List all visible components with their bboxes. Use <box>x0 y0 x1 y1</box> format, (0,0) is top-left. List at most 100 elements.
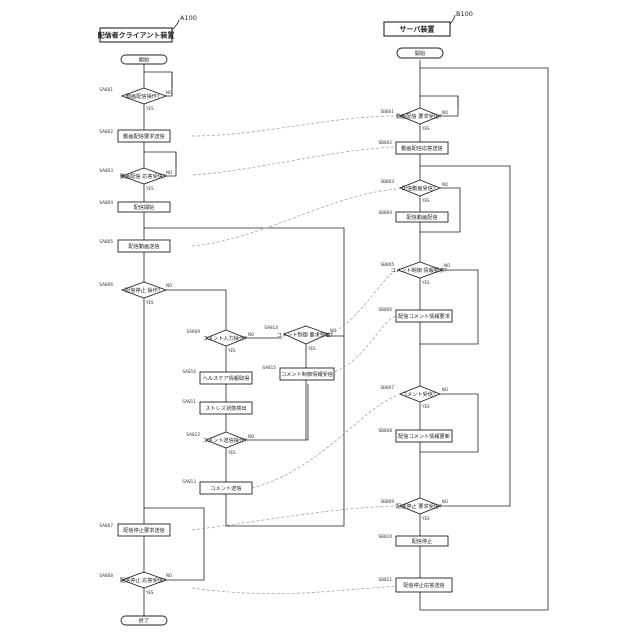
svg-text:コメント制御 情報要求？: コメント制御 情報要求？ <box>391 266 450 274</box>
server-ref: B100 <box>456 10 473 18</box>
svg-text:SB807: SB807 <box>380 385 394 390</box>
svg-text:配信停止 要求受信？: 配信停止 要求受信？ <box>396 502 444 510</box>
svg-text:SA807: SA807 <box>99 523 113 528</box>
svg-text:YES: YES <box>307 346 316 351</box>
svg-text:ヘルスケア情報取得: ヘルスケア情報取得 <box>203 374 250 382</box>
client-step-SA811: ストレス状態検出 SA811 <box>182 399 252 414</box>
server-step-SB807: コメント受信？ SB807 <box>380 385 440 402</box>
svg-text:SA809: SA809 <box>186 329 200 334</box>
svg-text:YES: YES <box>421 280 430 285</box>
svg-text:YES: YES <box>421 404 430 409</box>
svg-text:配信動画配信: 配信動画配信 <box>406 213 437 221</box>
svg-text:NO: NO <box>248 332 254 337</box>
svg-text:コメント制御 要求受信？: コメント制御 要求受信？ <box>277 330 336 338</box>
svg-text:SA803: SA803 <box>99 168 113 173</box>
svg-text:SA802: SA802 <box>99 129 113 134</box>
svg-text:NO: NO <box>166 90 172 95</box>
client-step-SA803: 動画配信 応答受信？ SA803 <box>99 168 168 184</box>
svg-text:配信停止 応答受信？: 配信停止 応答受信？ <box>120 576 168 584</box>
client-step-SA814: コメント制御 要求受信？ SA814 <box>264 325 335 344</box>
svg-text:配信コメント情報更新: 配信コメント情報更新 <box>398 432 450 440</box>
svg-text:SB806: SB806 <box>378 307 392 312</box>
svg-text:SA815: SA815 <box>262 365 276 370</box>
svg-text:SB810: SB810 <box>378 534 392 539</box>
svg-text:NO: NO <box>444 263 450 268</box>
message-links <box>192 116 400 594</box>
client-step-SA810: ヘルスケア情報取得 SA810 <box>182 369 252 384</box>
svg-text:コメント受信？: コメント受信？ <box>402 390 438 398</box>
client-step-SA802: 動画配信要求送信 SA802 <box>99 129 170 142</box>
client-step-SA806: 配信停止 操作？ SA806 <box>99 282 166 298</box>
svg-text:動画配信応答送信: 動画配信応答送信 <box>401 144 443 152</box>
svg-text:コメント制御情報受信: コメント制御情報受信 <box>281 370 333 378</box>
svg-text:SA805: SA805 <box>99 239 113 244</box>
svg-text:SA806: SA806 <box>99 282 113 287</box>
svg-text:YES: YES <box>421 516 430 521</box>
svg-text:コメント送信: コメント送信 <box>210 484 241 492</box>
svg-text:SB802: SB802 <box>378 140 392 145</box>
client-step-SA812: コメント送信操作？ SA812 <box>186 432 249 448</box>
server-step-SB811: 配信停止応答送信 SB811 <box>378 577 452 592</box>
server-title: サーバ装置 <box>400 25 435 34</box>
svg-text:YES: YES <box>145 300 154 305</box>
svg-text:動画配信 要求受信？: 動画配信 要求受信？ <box>396 112 444 120</box>
svg-text:動画配信要求送信: 動画配信要求送信 <box>123 132 165 140</box>
client-step-SA809: コメント入力操作？ SA809 <box>186 329 249 346</box>
svg-text:NO: NO <box>248 434 254 439</box>
svg-text:SB811: SB811 <box>378 577 392 582</box>
svg-text:YES: YES <box>145 106 154 111</box>
svg-text:配信動画送信: 配信動画送信 <box>128 242 159 250</box>
svg-text:SB801: SB801 <box>380 109 394 114</box>
svg-text:開始: 開始 <box>139 55 150 63</box>
svg-text:SB805: SB805 <box>380 262 394 267</box>
svg-text:SA814: SA814 <box>264 325 278 330</box>
svg-text:動画配信 応答受信？: 動画配信 応答受信？ <box>120 172 168 180</box>
svg-text:配信コメント情報要求: 配信コメント情報要求 <box>398 312 451 320</box>
svg-text:YES: YES <box>145 590 154 595</box>
svg-text:YES: YES <box>227 348 236 353</box>
svg-text:SA808: SA808 <box>99 573 113 578</box>
svg-text:SB803: SB803 <box>380 179 394 184</box>
server-step-SB805: コメント制御 情報要求？ SB805 <box>380 262 449 278</box>
client-end-node: 終了 <box>121 616 167 625</box>
svg-text:NO: NO <box>442 387 448 392</box>
client-step-SA808: 配信停止 応答受信？ SA808 <box>99 572 168 588</box>
svg-text:SB808: SB808 <box>378 428 392 433</box>
svg-text:YES: YES <box>421 126 430 131</box>
client-step-SA805: 配信動画送信 SA805 <box>99 239 170 252</box>
client-step-SA815: コメント制御情報受信 SA815 <box>262 365 334 380</box>
svg-text:配信停止応答送信: 配信停止応答送信 <box>403 581 445 589</box>
client-title: 配信者クライアント装置 <box>98 31 175 40</box>
svg-text:開始: 開始 <box>415 49 426 57</box>
svg-text:NO: NO <box>166 170 172 175</box>
server-step-SB808: 配信コメント情報更新 SB808 <box>378 428 452 442</box>
svg-text:SA810: SA810 <box>182 369 196 374</box>
svg-text:SB809: SB809 <box>380 499 394 504</box>
svg-text:SA804: SA804 <box>99 200 113 205</box>
client-step-SA807: 配信停止要求送信 SA807 <box>99 523 170 536</box>
server-start-node: 開始 <box>397 48 443 58</box>
svg-text:配信開始: 配信開始 <box>134 203 156 211</box>
server-column-header: サーバ装置 B100 <box>384 10 473 36</box>
svg-text:SA801: SA801 <box>99 87 113 92</box>
svg-text:SA812: SA812 <box>186 432 200 437</box>
svg-text:ストレス状態検出: ストレス状態検出 <box>205 404 247 412</box>
client-start-node: 開始 <box>121 55 167 64</box>
svg-text:NO: NO <box>330 328 336 333</box>
client-step-SA801: 動画配信操作？ SA801 <box>99 87 166 104</box>
svg-text:配信停止要求送信: 配信停止要求送信 <box>123 526 165 534</box>
svg-text:配信停止 操作？: 配信停止 操作？ <box>125 286 163 294</box>
svg-text:NO: NO <box>166 573 172 578</box>
client-step-SA804: 配信開始 SA804 <box>99 200 170 212</box>
client-ref: A100 <box>180 14 197 22</box>
svg-text:NO: NO <box>442 110 448 115</box>
svg-text:YES: YES <box>421 198 430 203</box>
server-step-SB801: 動画配信 要求受信？ SB801 <box>380 108 444 124</box>
svg-text:コメント送信操作？: コメント送信操作？ <box>203 436 250 444</box>
svg-text:SA813: SA813 <box>182 479 196 484</box>
svg-text:コメント入力操作？: コメント入力操作？ <box>203 334 250 342</box>
svg-text:動画配信操作？: 動画配信操作？ <box>126 92 162 100</box>
svg-text:SA811: SA811 <box>182 399 196 404</box>
branch-labels: YES NO YES NO YES NO YES NO YES NO YES N… <box>145 90 450 595</box>
